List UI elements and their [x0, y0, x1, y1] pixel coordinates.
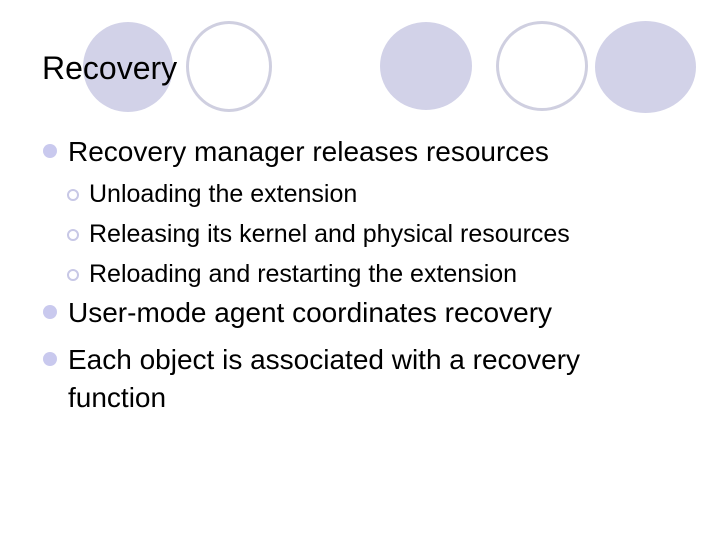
decorative-circle-filled [595, 21, 696, 113]
sub-bullet-icon [67, 229, 79, 241]
bullet-item: Recovery manager releases resources [42, 133, 682, 171]
decorative-circle-filled [380, 22, 472, 110]
bullet-icon [43, 144, 57, 158]
bullet-item: User-mode agent coordinates recovery [42, 294, 682, 332]
bullet-text: Reloading and restarting the extension [89, 260, 518, 288]
bullet-text: Releasing its kernel and physical resour… [89, 220, 570, 248]
bullet-text: User-mode agent coordinates recovery [68, 297, 553, 328]
sub-bullet-item: Unloading the extension [42, 174, 682, 214]
decorative-circle-outline [186, 21, 272, 112]
bullet-text: Recovery manager releases resources [68, 136, 549, 167]
slide-title: Recovery [42, 50, 178, 86]
sub-bullet-icon [67, 269, 79, 281]
bullet-text: Each object is associated with a recover… [68, 344, 581, 413]
decorative-circle-outline [496, 21, 588, 111]
decorative-circle-filled [83, 22, 173, 112]
bullet-item: Each object is associated with a recover… [42, 341, 682, 417]
sub-bullet-item: Reloading and restarting the extension [42, 254, 682, 294]
sub-bullet-icon [67, 189, 79, 201]
bullet-text: Unloading the extension [89, 180, 358, 208]
bullet-icon [43, 352, 57, 366]
sub-bullet-item: Releasing its kernel and physical resour… [42, 214, 682, 254]
bullet-icon [43, 305, 57, 319]
